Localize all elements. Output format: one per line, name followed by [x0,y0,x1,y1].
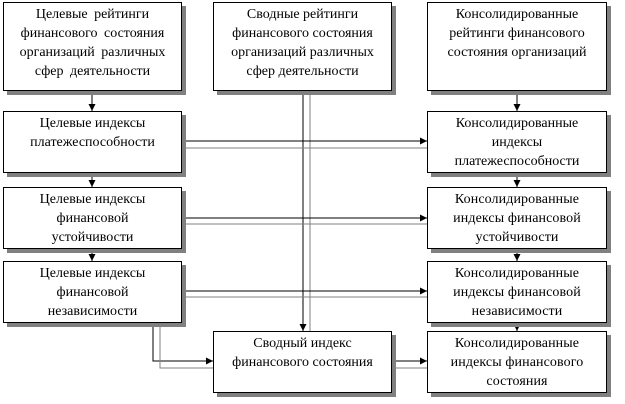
consolidated-stability-box: Консолидированные индексы финансовой уст… [427,187,607,249]
target-stability-text: Целевые индексы финансовой устойчивости [39,192,146,245]
target-independence-text: Целевые индексы финансовой независимости [39,266,146,319]
target-ratings-box: Целевые рейтинги финансового состояния о… [3,2,182,91]
arrow-independence-to-summary-index [152,323,213,365]
target-ratings-text: Целевые рейтинги финансового состояния о… [19,7,166,79]
summary-ratings-box: Сводные рейтинги финансового состояния о… [213,2,392,91]
consolidated-independence-box: Консолидированные индексы финансовой нез… [427,261,607,323]
target-solvency-text: Целевые индексы платежеспособности [30,116,155,150]
summary-index-text: Сводный индекс финансового состояния [232,336,373,370]
consolidated-stability-text: Консолидированные индексы финансовой уст… [453,192,581,245]
consolidated-independence-text: Консолидированные индексы финансовой нез… [453,266,581,319]
consolidated-solvency-box: Консолидированные индексы платежеспособн… [427,111,607,173]
target-solvency-box: Целевые индексы платежеспособности [3,111,182,173]
consolidated-state-box: Консолидированные индексы финансового со… [427,331,607,393]
summary-index-box: Сводный индекс финансового состояния [213,331,392,393]
consolidated-ratings-text: Консолидированные рейтинги финансового с… [447,7,587,60]
consolidated-state-text: Консолидированные индексы финансового со… [450,336,584,389]
target-stability-box: Целевые индексы финансовой устойчивости [3,187,182,249]
consolidated-ratings-box: Консолидированные рейтинги финансового с… [427,2,607,91]
target-independence-box: Целевые индексы финансовой независимости [3,261,182,323]
consolidated-solvency-text: Консолидированные индексы платежеспособн… [454,116,580,169]
summary-ratings-text: Сводные рейтинги финансового состояния о… [231,7,374,79]
